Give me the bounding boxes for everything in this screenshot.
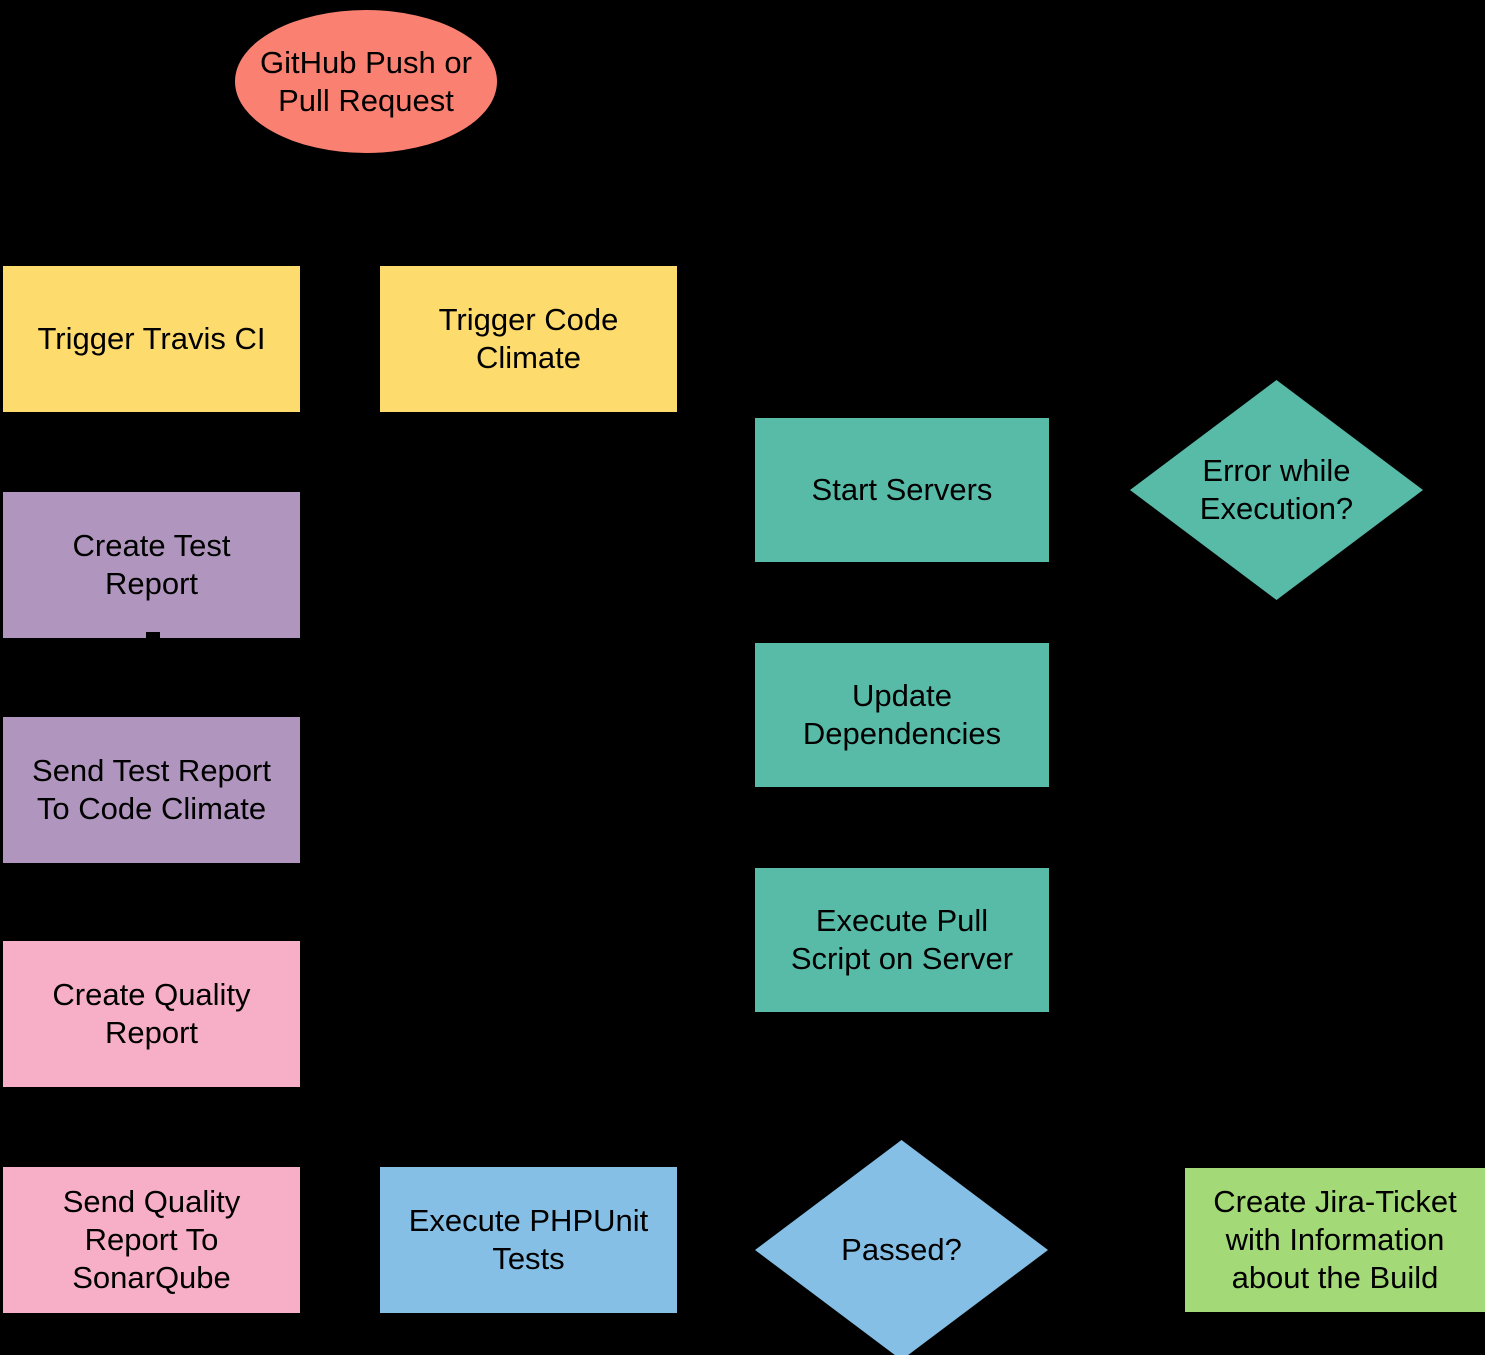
node-label: Send Test Report To Code Climate	[32, 753, 271, 826]
node-trigger-code-climate[interactable]: Trigger Code Climate	[380, 266, 677, 412]
node-label: Trigger Code Climate	[438, 302, 619, 375]
node-label: Execute PHPUnit Tests	[408, 1203, 649, 1276]
diamond-shape	[755, 1140, 1048, 1355]
node-execute-phpunit-tests[interactable]: Execute PHPUnit Tests	[380, 1167, 677, 1313]
node-create-quality-report[interactable]: Create Quality Report	[3, 941, 300, 1087]
node-execute-pull-script-on-server[interactable]: Execute Pull Script on Server	[755, 868, 1049, 1012]
node-label: GitHub Push or Pull Request	[260, 44, 472, 118]
node-label: Passed?	[841, 1232, 962, 1268]
node-start-servers[interactable]: Start Servers	[755, 418, 1049, 562]
node-create-test-report[interactable]: Create Test Report	[3, 492, 300, 638]
node-create-jira-ticket[interactable]: Create Jira-Ticket with Information abou…	[1185, 1168, 1485, 1312]
node-label: Error while Execution?	[1199, 453, 1354, 526]
node-label: Create Jira-Ticket with Information abou…	[1213, 1184, 1457, 1295]
edge-stub-marker	[146, 632, 160, 640]
node-github-trigger[interactable]: GitHub Push or Pull Request	[235, 10, 497, 153]
node-label: Trigger Travis CI	[37, 321, 266, 357]
node-label: Send Quality Report To SonarQube	[62, 1184, 241, 1295]
node-label: Create Quality Report	[52, 977, 251, 1050]
node-trigger-travis-ci[interactable]: Trigger Travis CI	[3, 266, 300, 412]
node-label: Create Test Report	[72, 528, 231, 601]
node-passed[interactable]: Passed?	[755, 1140, 1048, 1355]
node-send-quality-report-to-sonarqube[interactable]: Send Quality Report To SonarQube	[3, 1167, 300, 1313]
node-send-test-report-to-code-climate[interactable]: Send Test Report To Code Climate	[3, 717, 300, 863]
node-label: Execute Pull Script on Server	[790, 903, 1014, 976]
node-label: Start Servers	[811, 472, 993, 508]
node-label: Update Dependencies	[802, 678, 1002, 751]
diamond-shape	[1130, 380, 1423, 600]
node-error-while-execution[interactable]: Error while Execution?	[1130, 380, 1423, 600]
node-update-dependencies[interactable]: Update Dependencies	[755, 643, 1049, 787]
